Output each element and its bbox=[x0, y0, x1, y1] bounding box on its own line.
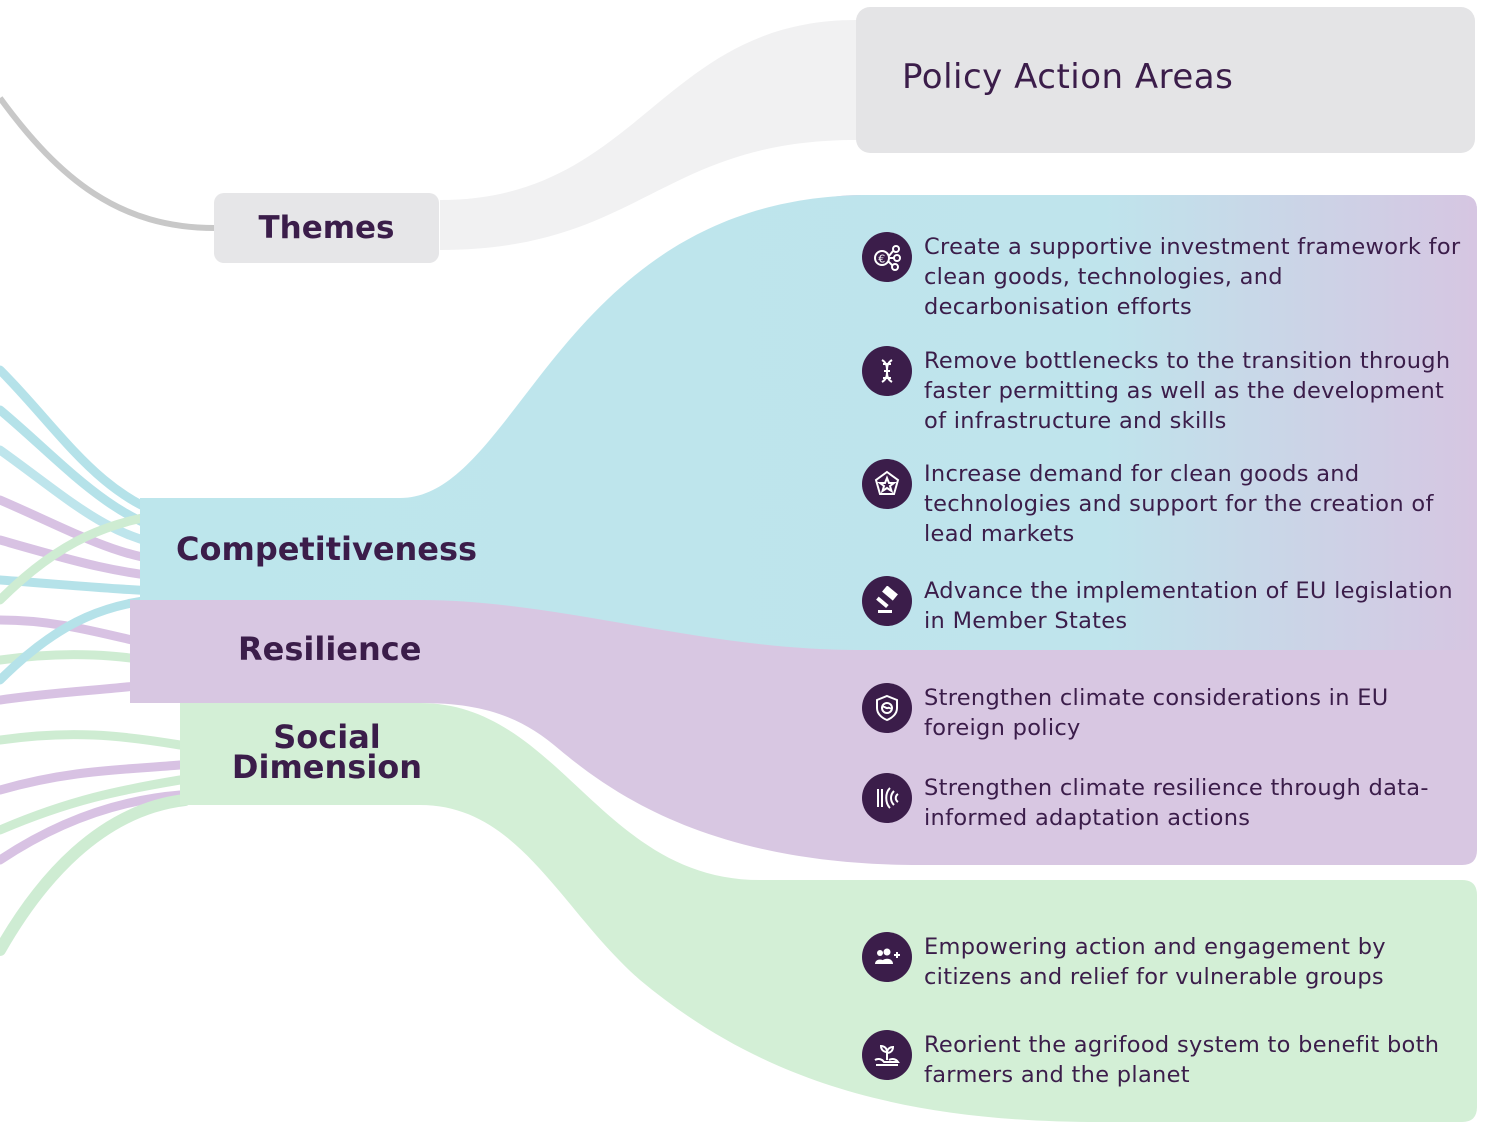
action-item-legislation: Advance the implementation of EU legisla… bbox=[862, 576, 1464, 636]
left-strands bbox=[0, 365, 191, 956]
theme-resilience: Resilience bbox=[238, 630, 422, 668]
action-item-investment: € Create a supportive investment framewo… bbox=[862, 232, 1464, 322]
badge-star-icon bbox=[862, 459, 912, 509]
euro-network-icon: € bbox=[862, 232, 912, 282]
action-text: Reorient the agrifood system to benefit … bbox=[924, 1032, 1440, 1088]
competitiveness-band bbox=[140, 195, 1477, 650]
social-dimension-band bbox=[180, 703, 1477, 1122]
globe-shield-icon bbox=[862, 683, 912, 733]
theme-social-dimension: Social Dimension bbox=[231, 718, 423, 786]
signal-waves-icon bbox=[862, 773, 912, 823]
gavel-icon bbox=[862, 576, 912, 626]
action-text: Increase demand for clean goods and tech… bbox=[924, 461, 1434, 547]
dna-ladder-icon bbox=[862, 346, 912, 396]
grey-flow-band bbox=[440, 20, 856, 250]
action-item-citizens: Empowering action and engagement by citi… bbox=[862, 932, 1464, 992]
sprout-hands-icon bbox=[862, 1030, 912, 1080]
action-text: Strengthen climate resilience through da… bbox=[924, 775, 1429, 831]
page-title: Policy Action Areas bbox=[902, 57, 1234, 97]
action-text: Remove bottlenecks to the transition thr… bbox=[924, 348, 1451, 434]
action-text: Advance the implementation of EU legisla… bbox=[924, 578, 1453, 634]
action-item-bottlenecks: Remove bottlenecks to the transition thr… bbox=[862, 346, 1464, 436]
header-box: Policy Action Areas bbox=[856, 7, 1475, 153]
action-text: Empowering action and engagement by citi… bbox=[924, 934, 1386, 990]
action-item-demand: Increase demand for clean goods and tech… bbox=[862, 459, 1464, 549]
people-plus-icon bbox=[862, 932, 912, 982]
action-item-agrifood: Reorient the agrifood system to benefit … bbox=[862, 1030, 1464, 1090]
action-text: Create a supportive investment framework… bbox=[924, 234, 1461, 320]
grey-connector-line bbox=[0, 96, 216, 231]
svg-text:€: € bbox=[878, 253, 885, 266]
themes-box: Themes bbox=[214, 193, 439, 263]
action-item-foreign-policy: Strengthen climate considerations in EU … bbox=[862, 683, 1464, 743]
theme-competitiveness: Competitiveness bbox=[176, 530, 478, 568]
action-text: Strengthen climate considerations in EU … bbox=[924, 685, 1389, 741]
themes-label: Themes bbox=[258, 210, 395, 246]
action-item-adaptation: Strengthen climate resilience through da… bbox=[862, 773, 1464, 833]
